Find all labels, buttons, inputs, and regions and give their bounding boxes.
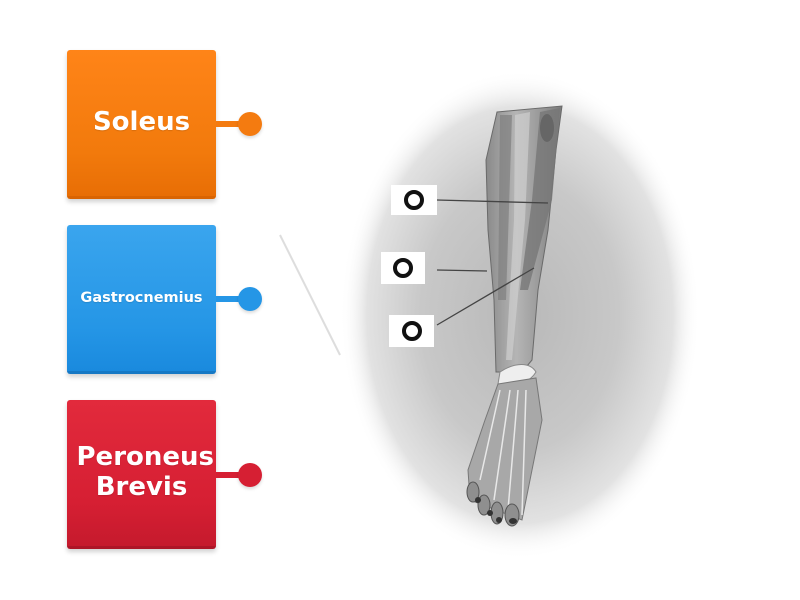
- label-card-peroneus-brevis[interactable]: Peroneus Brevis: [67, 400, 216, 549]
- leg-anatomy-illustration: [279, 70, 700, 560]
- label-text: Gastrocnemius: [80, 289, 203, 306]
- drop-target-1[interactable]: [391, 185, 437, 215]
- drop-target-2[interactable]: [381, 252, 425, 284]
- label-card-gastrocnemius[interactable]: Gastrocnemius: [67, 225, 216, 374]
- circle-marker-icon: [404, 190, 424, 210]
- label-text: Peroneus Brevis: [76, 442, 215, 502]
- connector-line: [216, 296, 242, 302]
- label-text: Soleus: [92, 107, 191, 138]
- drop-target-3[interactable]: [389, 315, 434, 347]
- connector-line: [216, 472, 242, 478]
- circle-marker-icon: [401, 321, 422, 341]
- connector-line: [216, 121, 242, 127]
- circle-marker-icon: [393, 258, 413, 278]
- drag-handle-dot[interactable]: [238, 463, 262, 487]
- label-card-soleus[interactable]: Soleus: [67, 50, 216, 199]
- drag-handle-dot[interactable]: [238, 287, 262, 311]
- drag-handle-dot[interactable]: [238, 112, 262, 136]
